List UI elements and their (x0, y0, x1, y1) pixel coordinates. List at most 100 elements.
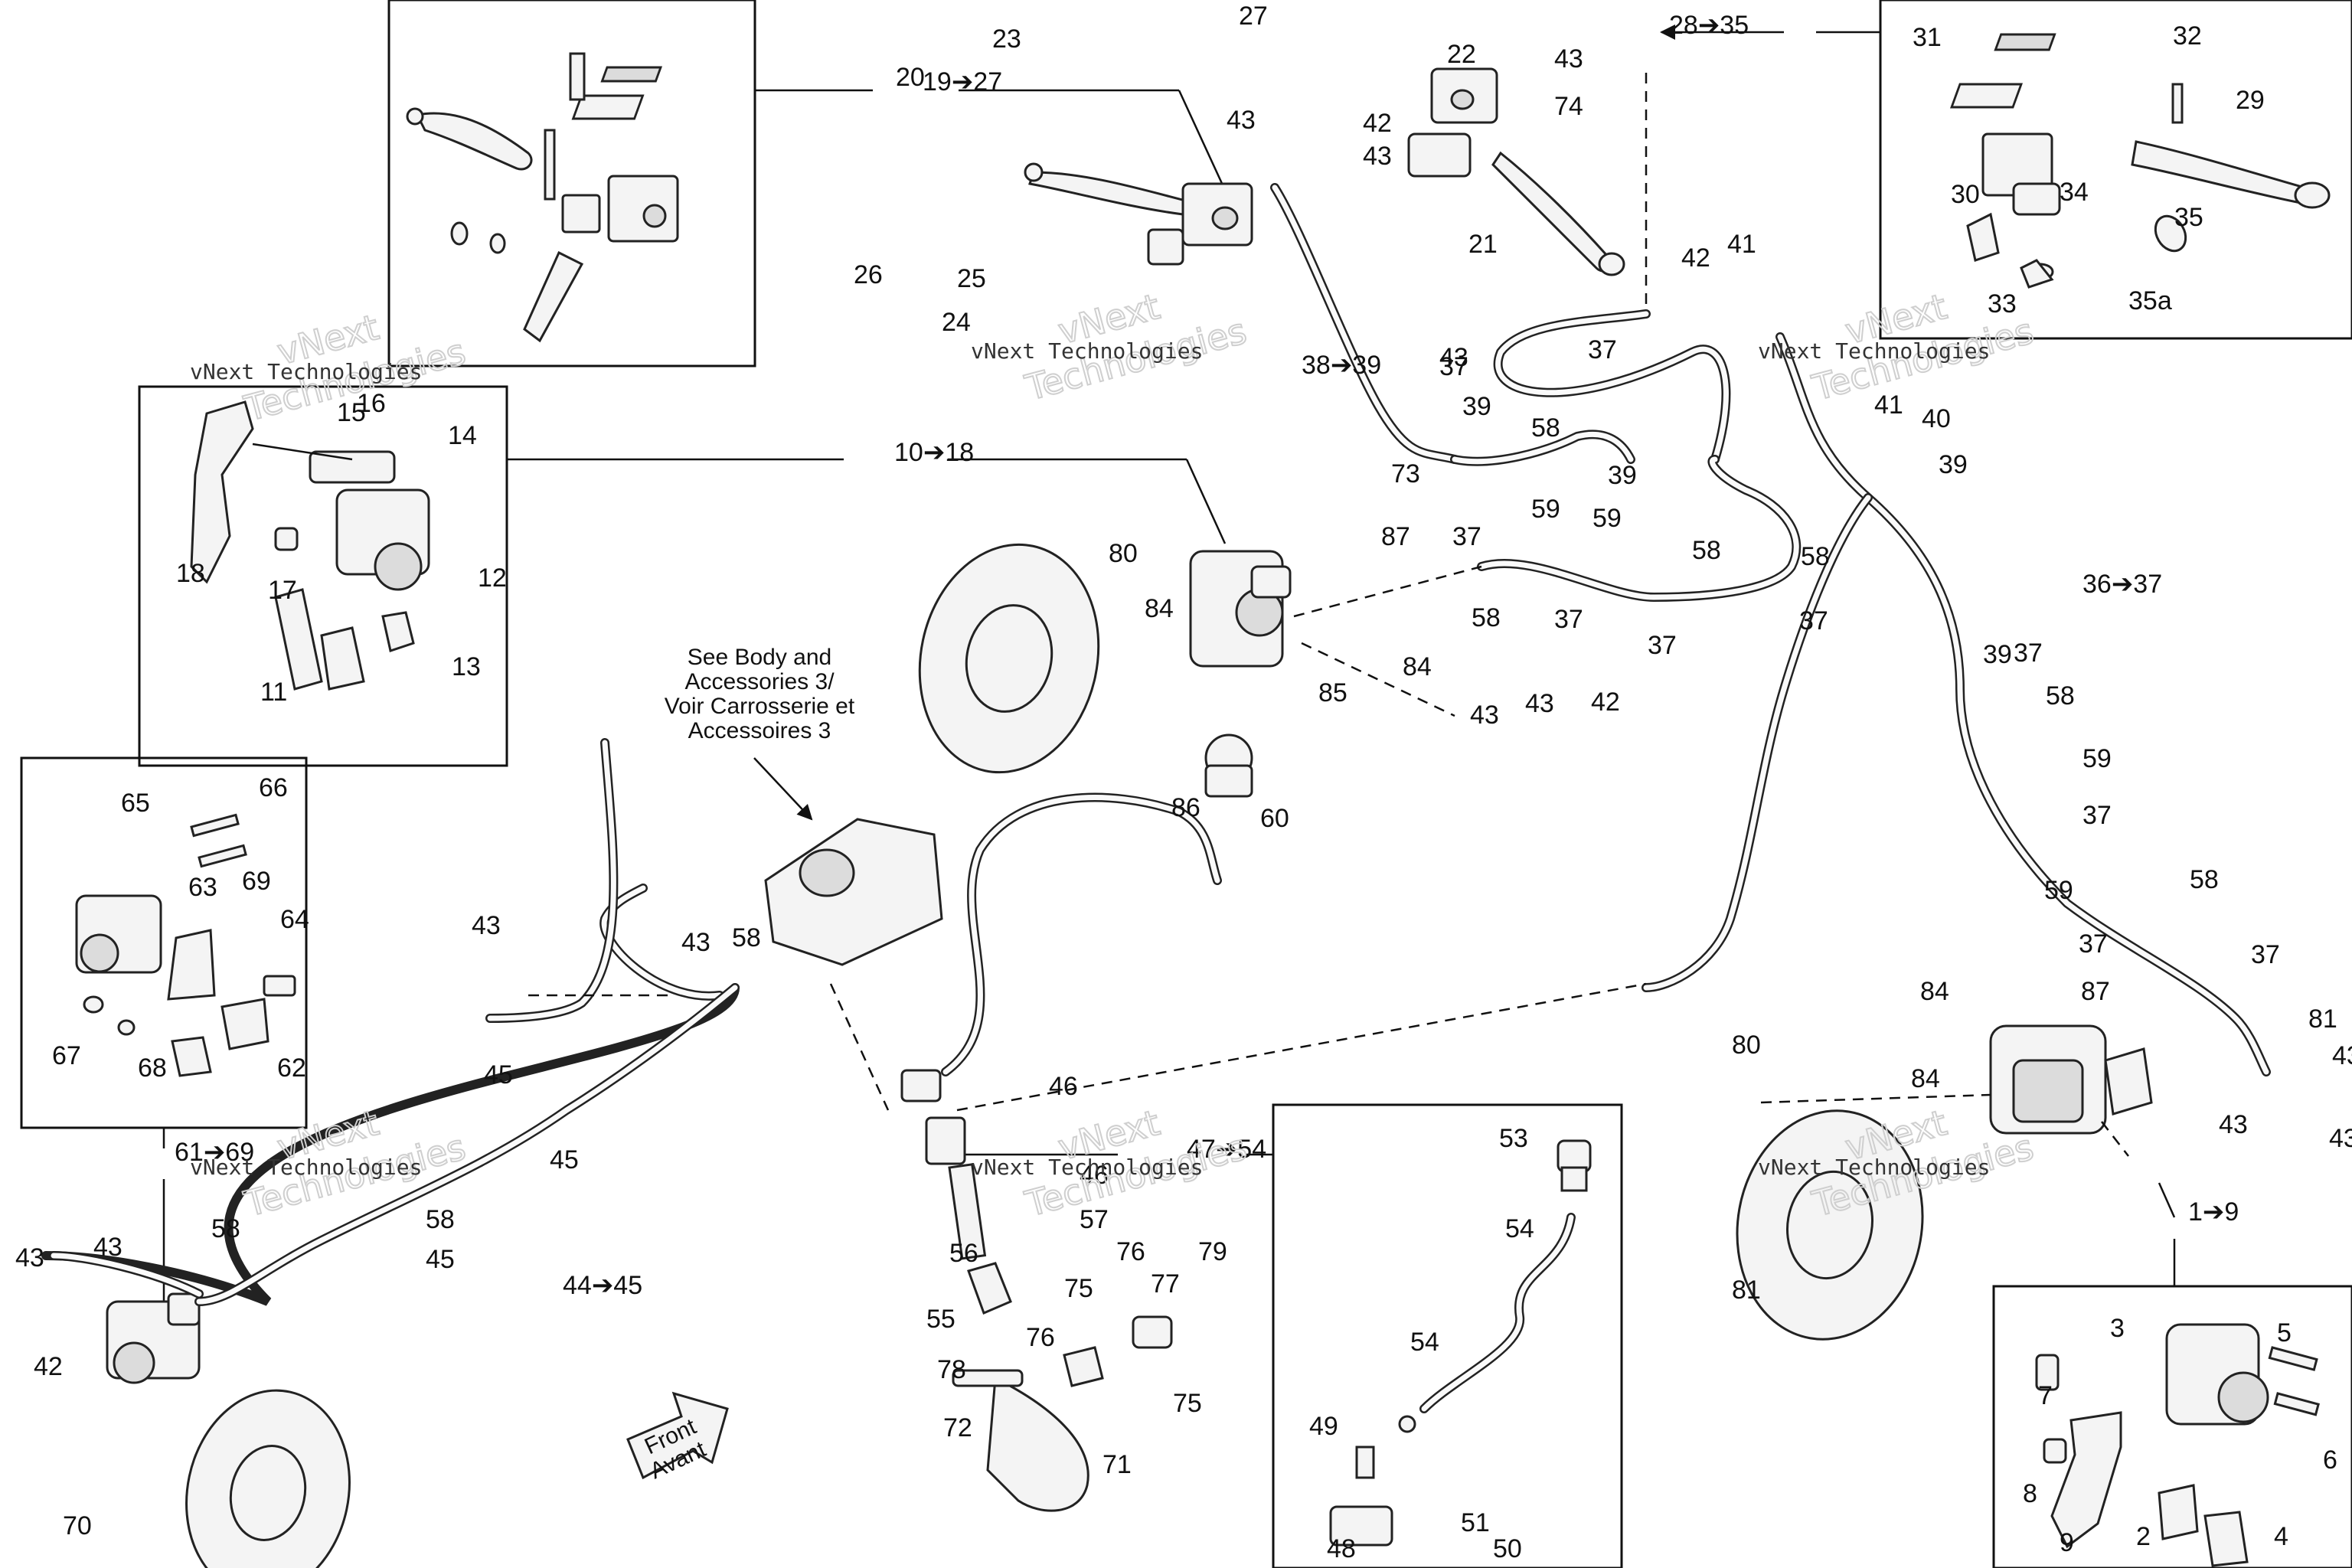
callout-label: 75 (1173, 1389, 1202, 1418)
callout-label: 66 (259, 773, 288, 802)
callout-label: 84 (1911, 1064, 1940, 1093)
callout-label: 55 (926, 1305, 956, 1334)
callout-label: 53 (1499, 1124, 1528, 1153)
callout-label: 59 (2082, 744, 2112, 773)
callout-label: 43 (1439, 343, 1468, 372)
callout-label: 15 (337, 398, 366, 427)
callout-label: 37 (1588, 335, 1617, 364)
callout-label: 30 (1951, 180, 1980, 209)
callout-label: 43 (2329, 1124, 2352, 1153)
callout-label: 43 (1554, 44, 1583, 74)
callout-label: 59 (1531, 495, 1560, 524)
callout-label: 34 (2060, 178, 2089, 207)
callout-label: 24 (942, 308, 971, 337)
callout-label: 29 (2236, 86, 2265, 115)
callout-label: 63 (188, 873, 217, 902)
caliper-assembly-61-69 (75, 813, 296, 1077)
callout-label: 43 (472, 911, 501, 940)
callout-label: 43 (1525, 689, 1554, 718)
callout-label: 87 (1381, 522, 1410, 551)
see-body-line-4: Accessoires 3 (688, 718, 831, 743)
callout-label: 26 (854, 260, 883, 289)
callout-label: 58 (2190, 865, 2219, 894)
see-body-line-3: Voir Carrosserie et (665, 694, 855, 719)
callout-label: 59 (1592, 504, 1622, 533)
callout-label: 33 (1988, 289, 2017, 318)
lever-assembly-19-27 (406, 52, 679, 343)
callout-label: 42 (1363, 109, 1392, 138)
callout-label: 60 (1260, 804, 1289, 833)
callout-label: 62 (277, 1054, 306, 1083)
callout-label: 46 (1049, 1072, 1078, 1101)
callout-label: 13 (452, 652, 481, 681)
callout-label: 58 (1531, 413, 1560, 443)
callout-label: 11 (260, 678, 287, 707)
callout-label: 80 (1732, 1031, 1761, 1060)
callout-label: 10➔18 (894, 438, 974, 467)
brake-pedal (952, 1262, 1173, 1512)
callout-label: 35 (2174, 203, 2203, 232)
callout-label: 46 (1080, 1161, 1109, 1190)
callout-label: 43 (2332, 1041, 2352, 1070)
callout-label: 35a (2128, 286, 2172, 315)
callout-label: 42 (34, 1352, 63, 1381)
callout-label: 79 (1198, 1237, 1227, 1266)
inset-box-47-54 (1272, 1103, 1623, 1568)
callout-label: 21 (1468, 230, 1498, 259)
callout-label: 6 (2323, 1446, 2337, 1475)
callout-label: 39 (1939, 450, 1968, 479)
callout-label: 9 (2060, 1528, 2074, 1557)
callout-label: 58 (1801, 542, 1830, 571)
watermark-small: vNext Technologies (971, 338, 1203, 364)
callout-label: 74 (1554, 92, 1583, 121)
callout-label: 73 (1391, 459, 1420, 488)
callout-label: 84 (1403, 652, 1432, 681)
callout-label: 64 (280, 905, 309, 934)
callout-label: 76 (1026, 1323, 1055, 1352)
callout-label: 37 (1452, 522, 1481, 551)
callout-label: 39 (1983, 640, 2012, 669)
callout-label: 2 (2136, 1522, 2151, 1551)
callout-label: 84 (1920, 977, 1949, 1006)
callout-label: 37 (2251, 940, 2280, 969)
callout-label: 68 (138, 1054, 167, 1083)
callout-label: 85 (1318, 678, 1348, 707)
callout-label: 75 (1064, 1274, 1093, 1303)
callout-label: 57 (1080, 1205, 1109, 1234)
callout-label: 43 (1470, 701, 1499, 730)
watermark-small: vNext Technologies (1758, 1155, 1990, 1180)
callout-label: 23 (992, 24, 1021, 54)
lever-assembly-28-35 (1949, 33, 2331, 289)
callout-label: 71 (1102, 1450, 1132, 1479)
watermark-small: vNext Technologies (190, 359, 422, 384)
callout-label: 19➔27 (923, 67, 1002, 96)
callout-label: 16 (357, 389, 386, 418)
callout-label: 37 (1648, 631, 1677, 660)
callout-label: 76 (1116, 1237, 1145, 1266)
caliper-assembly-1-9 (2035, 1323, 2320, 1567)
front-right-caliper (1989, 1024, 2153, 1135)
callout-label: 49 (1309, 1412, 1338, 1441)
callout-label: 37 (2082, 801, 2112, 830)
callout-label: 51 (1461, 1508, 1490, 1537)
callout-label: 18 (176, 559, 205, 588)
callout-label: 41 (1727, 230, 1756, 259)
callout-label: 80 (1109, 539, 1138, 568)
watermark-small: vNext Technologies (190, 1155, 422, 1180)
rear-left-caliper (106, 1292, 201, 1384)
inset-box-10-18 (138, 385, 508, 767)
callout-label: 81 (2308, 1004, 2337, 1034)
callout-label: 59 (2044, 876, 2073, 905)
inset-box-1-9 (1992, 1285, 2352, 1568)
see-body-note: See Body and Accessories 3/ Voir Carross… (665, 645, 855, 743)
callout-label: 43 (1227, 106, 1256, 135)
callout-label: 50 (1493, 1534, 1522, 1563)
callout-label: 43 (1363, 142, 1392, 171)
rear-left-disc (185, 1389, 351, 1568)
callout-label: 43 (681, 928, 710, 957)
callout-label: 47➔54 (1187, 1135, 1266, 1164)
callout-label: 67 (52, 1041, 81, 1070)
